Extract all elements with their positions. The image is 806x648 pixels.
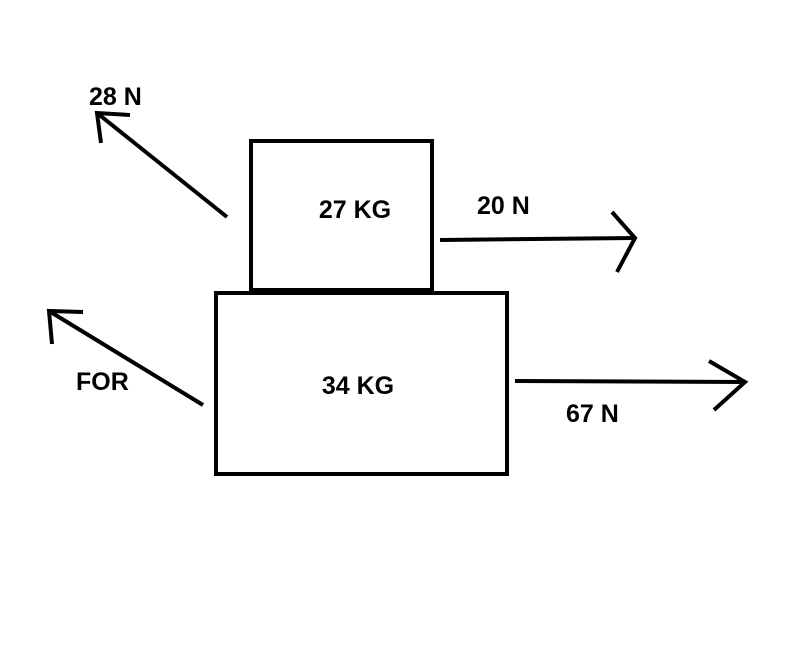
- arrow-shaft: [47, 309, 205, 407]
- arrow-shaft: [439, 236, 636, 242]
- force-arrow-for: [46, 308, 205, 407]
- arrow-head: [46, 308, 84, 345]
- bottom-block-mass-label: 34 KG: [322, 372, 394, 400]
- force-label-67n: 67 N: [566, 400, 619, 428]
- force-label-for: FOR: [76, 368, 129, 396]
- arrow-shaft: [95, 111, 229, 219]
- bottom-block: [214, 291, 509, 476]
- force-label-20n: 20 N: [477, 192, 530, 220]
- force-label-28n: 28 N: [89, 83, 142, 111]
- arrow-head: [707, 359, 749, 412]
- force-arrow-67n: [514, 359, 749, 412]
- top-block-mass-label: 27 KG: [319, 196, 391, 224]
- force-arrow-20n: [439, 210, 638, 273]
- arrow-head: [610, 210, 638, 273]
- arrow-shaft: [514, 379, 746, 384]
- force-arrow-28n: [94, 110, 229, 219]
- top-block: [249, 139, 434, 292]
- arrow-head: [94, 110, 131, 144]
